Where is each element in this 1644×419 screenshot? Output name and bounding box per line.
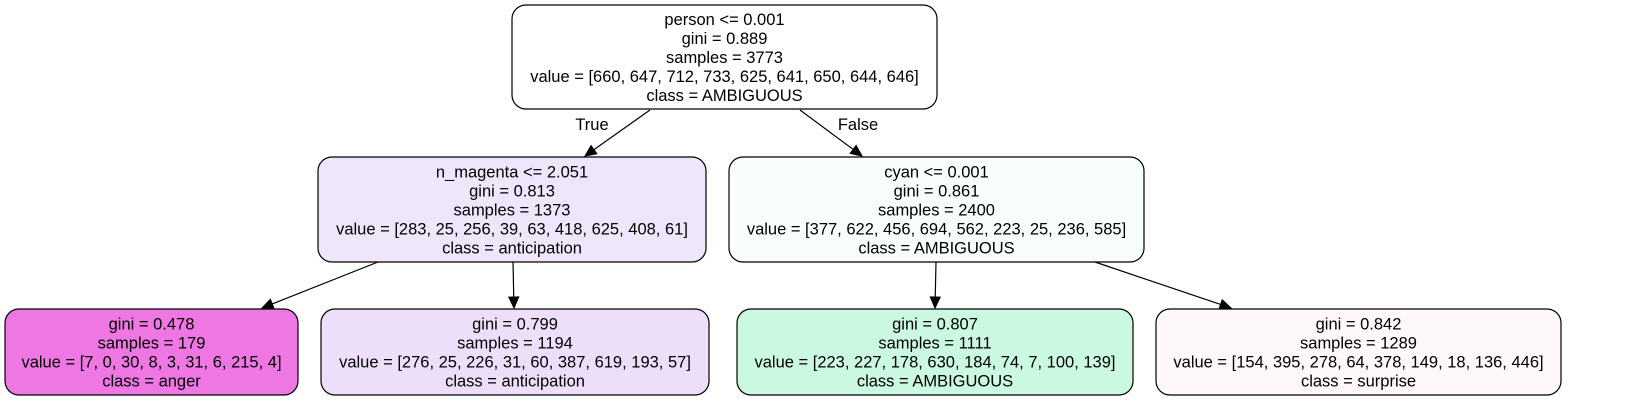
- node-text-line: value = [276, 25, 226, 31, 60, 387, 619,…: [339, 354, 691, 372]
- node-box: [728, 156, 1145, 263]
- edge-line: [512, 261, 515, 298]
- node-text-line: samples = 1111: [878, 335, 991, 353]
- node-text-line: class = anticipation: [442, 240, 582, 258]
- node-text-line: samples = 1373: [454, 202, 571, 220]
- node-box: [736, 308, 1134, 396]
- node-text-line: value = [223, 227, 178, 630, 184, 74, 7,…: [754, 354, 1115, 372]
- node-text-line: class = surprise: [1301, 373, 1416, 391]
- node-box: [320, 308, 710, 396]
- arrowhead: [929, 296, 942, 310]
- edge-line: [272, 261, 379, 305]
- node-text-line: class = AMBIGUOUS: [646, 87, 802, 105]
- node-text-line: n_magenta <= 2.051: [436, 164, 588, 182]
- node-text-line: gini = 0.807: [892, 316, 978, 334]
- arrowhead: [1218, 298, 1233, 310]
- edge-line: [934, 261, 937, 298]
- edge-line: [593, 109, 651, 151]
- node-text-line: gini = 0.861: [894, 183, 980, 201]
- node-box: [4, 308, 299, 396]
- node-text-line: class = AMBIGUOUS: [858, 240, 1014, 258]
- tree-edge-left-ll: [260, 261, 379, 310]
- node-text-line: gini = 0.813: [469, 183, 555, 201]
- node-text-line: value = [154, 395, 278, 64, 378, 149, 18…: [1173, 354, 1543, 372]
- tree-edge-root-right: False: [799, 109, 878, 157]
- edges-layer: True False: [260, 109, 1233, 310]
- node-text-line: class = anticipation: [445, 373, 585, 391]
- node-text-line: samples = 1194: [457, 335, 573, 353]
- arrowhead: [260, 298, 275, 310]
- node-text-line: samples = 179: [98, 335, 206, 353]
- node-text-line: value = [377, 622, 456, 694, 562, 223, 2…: [747, 221, 1126, 239]
- node-box: [317, 156, 707, 263]
- tree-edge-root-left: True: [575, 109, 651, 157]
- tree-edge-right-rl: [929, 261, 942, 310]
- edge-label: True: [575, 116, 608, 134]
- edge-line: [1094, 261, 1221, 306]
- arrowhead: [584, 144, 598, 157]
- node-text-line: class = anger: [102, 373, 201, 391]
- node-text-line: person <= 0.001: [664, 11, 784, 29]
- node-text-line: gini = 0.478: [109, 316, 195, 334]
- node-text-line: gini = 0.799: [472, 316, 558, 334]
- tree-edge-left-lr: [507, 261, 520, 310]
- tree-edge-right-rr: [1094, 261, 1233, 310]
- node-text-line: gini = 0.842: [1316, 316, 1402, 334]
- edge-line: [799, 109, 854, 150]
- node-text-line: value = [283, 25, 256, 39, 63, 418, 625,…: [336, 221, 688, 239]
- node-text-line: samples = 1289: [1300, 335, 1417, 353]
- node-text-line: cyan <= 0.001: [884, 164, 989, 182]
- node-text-line: value = [660, 647, 712, 733, 625, 641, 6…: [530, 68, 919, 86]
- node-text-line: gini = 0.889: [682, 30, 768, 48]
- node-box: [1155, 308, 1562, 396]
- edge-label: False: [838, 116, 878, 134]
- node-text-line: samples = 2400: [878, 202, 995, 220]
- node-text-line: class = AMBIGUOUS: [857, 373, 1013, 391]
- node-text-line: samples = 3773: [666, 49, 783, 67]
- node-box: [511, 4, 938, 110]
- arrowhead: [507, 296, 520, 310]
- node-text-line: value = [7, 0, 30, 8, 3, 31, 6, 215, 4]: [21, 354, 281, 372]
- arrowhead: [849, 144, 863, 157]
